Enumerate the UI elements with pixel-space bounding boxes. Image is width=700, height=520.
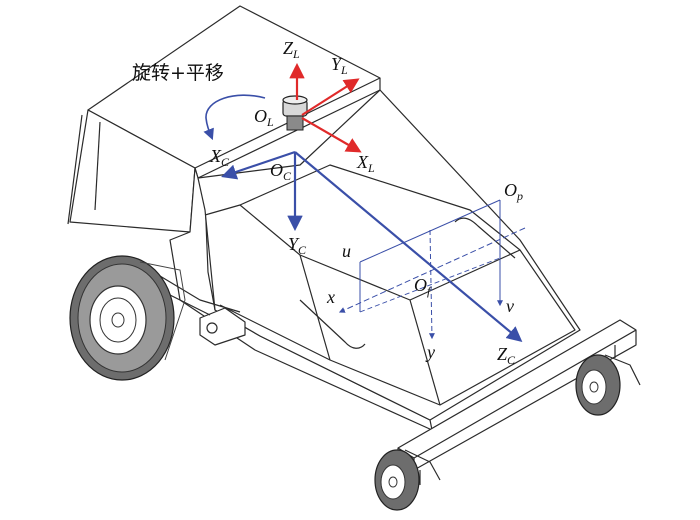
lidar-y-label: YL (331, 54, 348, 77)
focal-y-label: y (425, 342, 435, 362)
camera-z-axis (294, 151, 523, 342)
image-plane-lines (338, 199, 526, 340)
vehicle-body (67, 5, 637, 485)
image-origin-label: Op (504, 180, 523, 203)
lidar-y-axis (301, 78, 360, 116)
front-wheel-left (374, 449, 441, 511)
focal-x-label: x (326, 287, 335, 307)
camera-z-label: ZC (497, 344, 516, 367)
front-wheel-right (575, 354, 641, 416)
image-u-label: u (342, 241, 351, 261)
camera-x-label: XC (209, 146, 230, 169)
rear-wheel (69, 255, 186, 381)
camera-y-label: YC (288, 234, 307, 257)
camera-x-axis (221, 150, 296, 180)
lidar-x-axis (301, 117, 362, 153)
hopper-bed (197, 89, 581, 421)
focal-origin-label: Of (414, 275, 432, 298)
lidar-origin-label: OL (254, 106, 274, 129)
image-v-label: v (506, 296, 514, 316)
rotation-arrow (203, 94, 266, 141)
camera-origin-label: OC (270, 160, 292, 183)
lidar-x-label: XL (356, 152, 375, 175)
camera-axes (221, 150, 523, 342)
lidar-axes (289, 62, 362, 153)
caption: 旋转+平移 (132, 62, 224, 84)
lidar-z-label: ZL (283, 38, 300, 61)
lidar-sensor (282, 95, 308, 131)
